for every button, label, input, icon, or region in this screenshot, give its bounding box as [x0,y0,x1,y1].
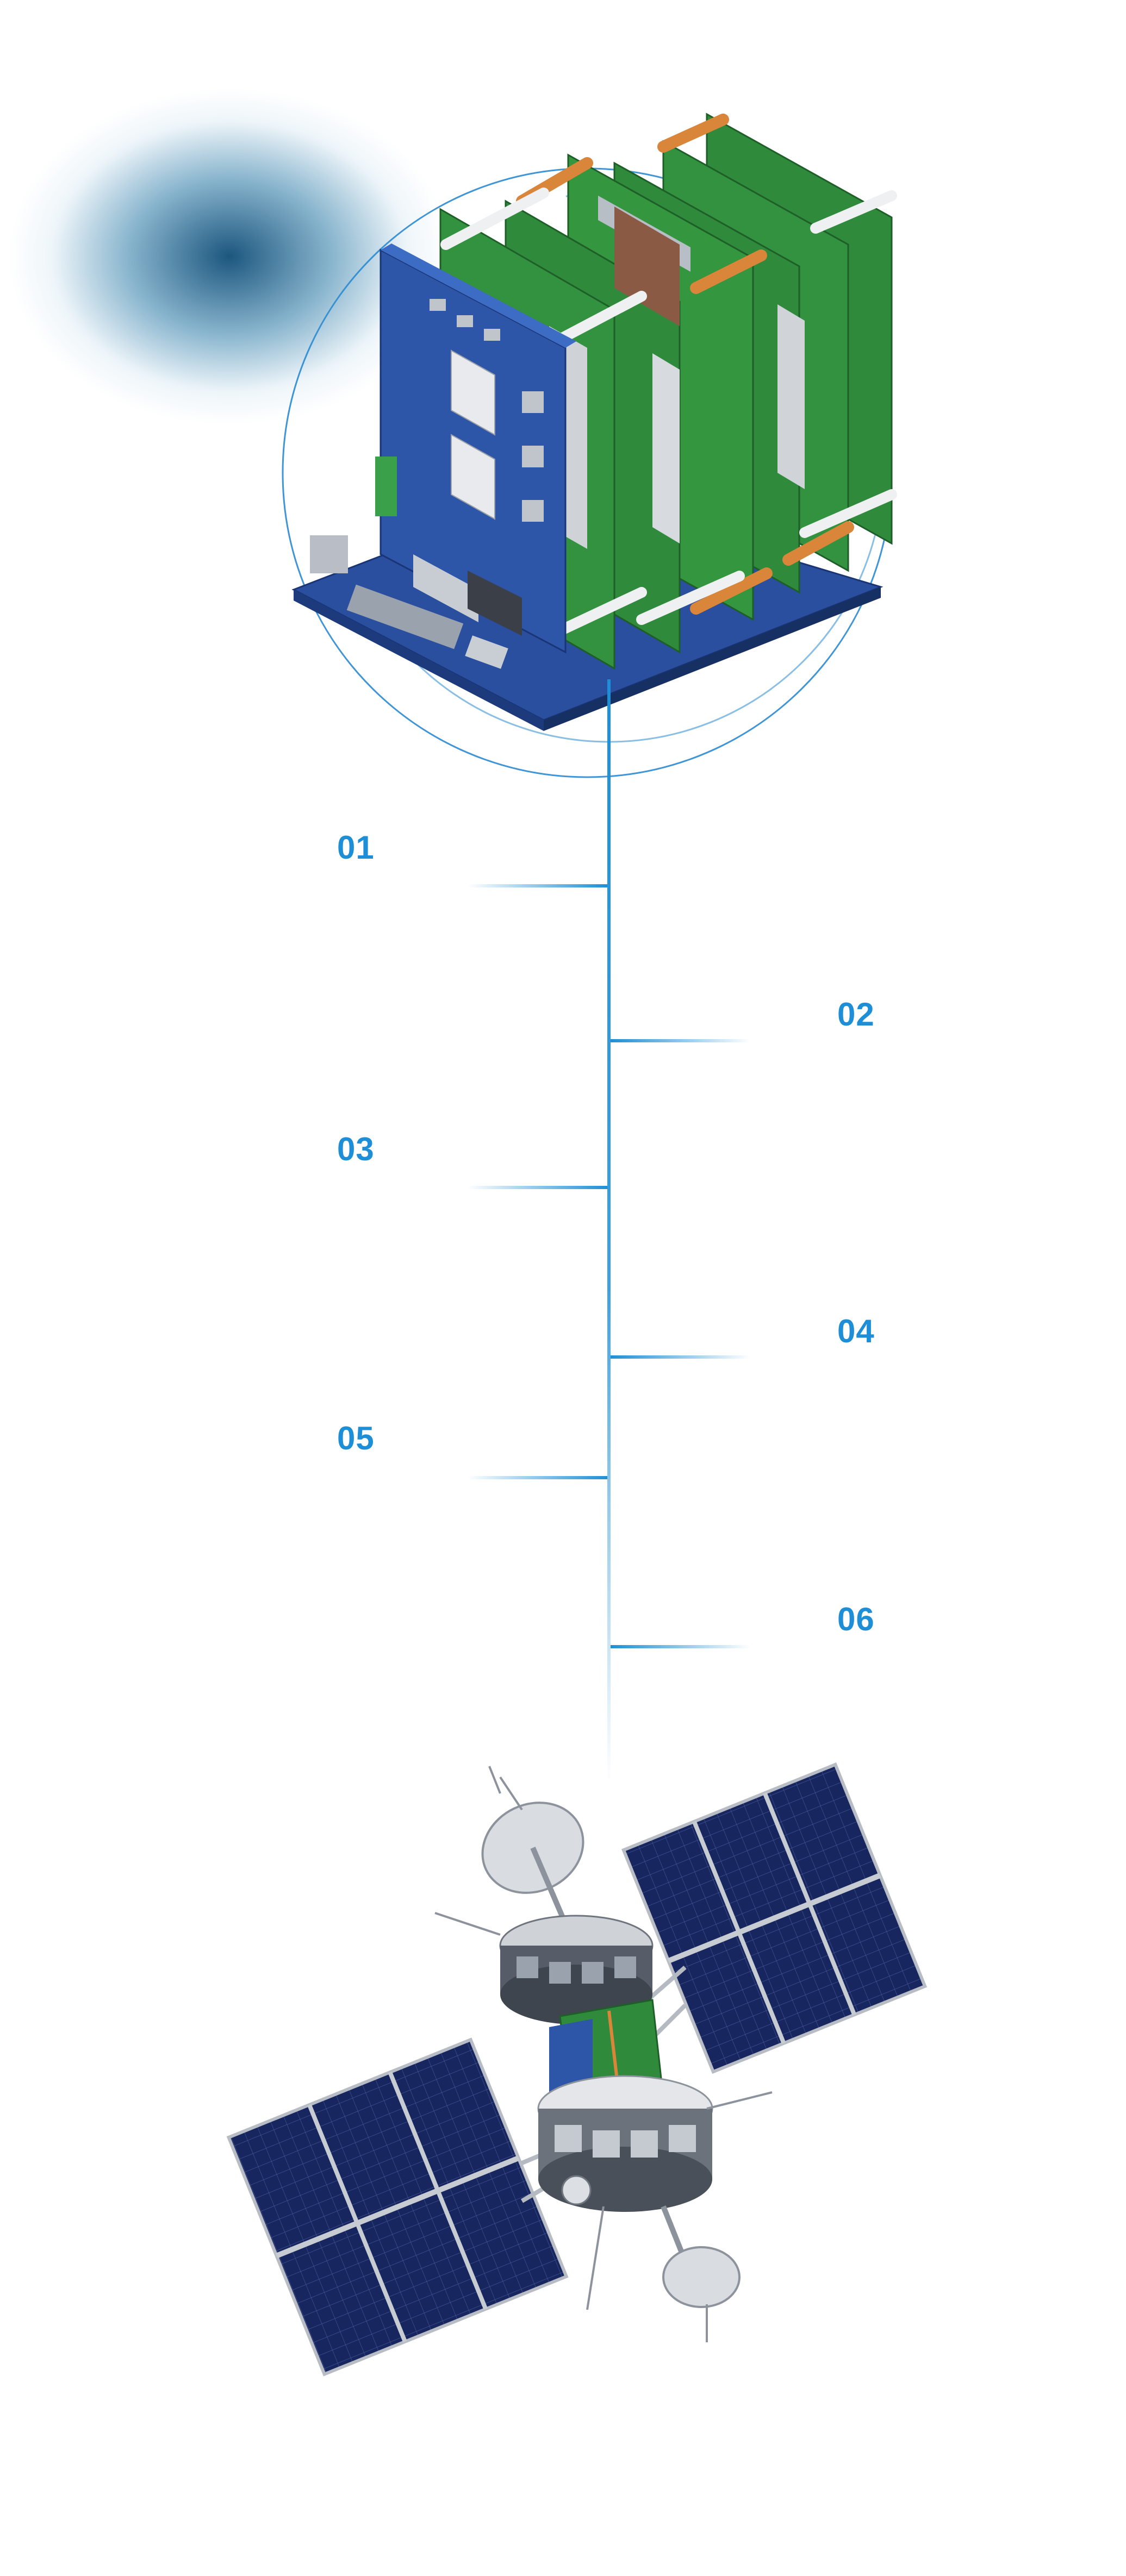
timeline-step-06-number: 06 [837,1601,875,1637]
timeline-tick-02 [611,1039,750,1042]
timeline-tick-04 [611,1355,750,1359]
timeline-axis [607,679,611,1783]
satellite-illustration [226,1762,928,2377]
timeline-step-04-number: 04 [837,1313,875,1349]
timeline-tick-05 [468,1476,607,1479]
electronics-board-stack [291,112,897,731]
timeline-tick-06 [611,1645,750,1648]
timeline-step-01-number: 01 [337,829,375,866]
timeline-step-03-number: 03 [337,1131,375,1167]
timeline-tick-03 [468,1186,607,1189]
timeline-step-02-number: 02 [837,996,875,1033]
timeline-step-05-number: 05 [337,1420,375,1456]
timeline-tick-01 [468,884,607,887]
timeline [468,679,750,1783]
